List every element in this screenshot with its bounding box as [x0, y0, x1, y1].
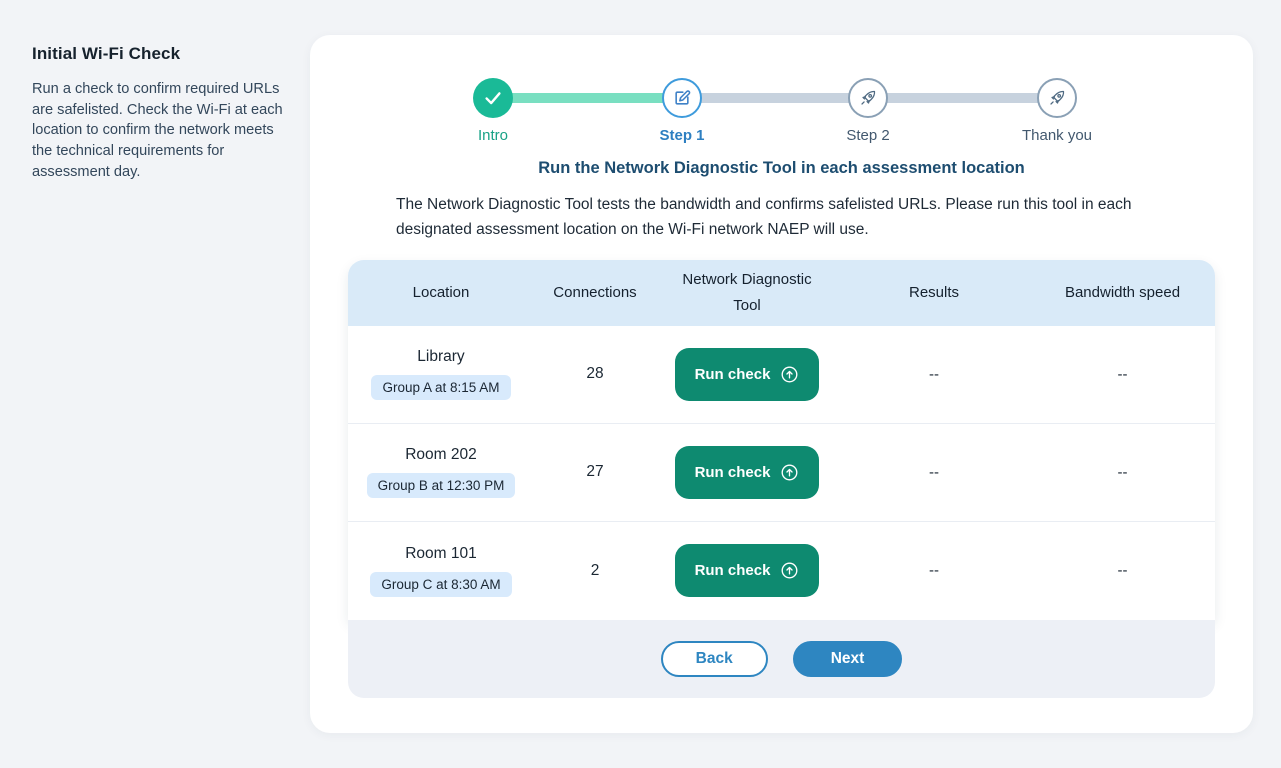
- circled-up-arrow-icon: [781, 562, 798, 579]
- table-row: Room 101 Group C at 8:30 AM 2 Run check …: [348, 521, 1215, 620]
- run-check-label: Run check: [694, 562, 771, 580]
- results-value: --: [929, 562, 939, 580]
- column-header-bandwidth-speed: Bandwidth speed: [1064, 283, 1181, 301]
- action-cell: Run check: [656, 445, 838, 499]
- column-header-network-diagnostic-tool: Network Diagnostic Tool: [682, 271, 812, 314]
- location-name: Room 202: [405, 446, 477, 464]
- action-cell: Run check: [656, 544, 838, 598]
- locations-table: Location Connections Network Diagnostic …: [348, 259, 1215, 620]
- location-name: Library: [417, 348, 465, 366]
- stepper-step-intro[interactable]: Intro: [423, 60, 563, 144]
- stepper-step-2[interactable]: Step 2: [798, 60, 938, 144]
- run-check-button[interactable]: Run check: [674, 347, 820, 401]
- step-description: The Network Diagnostic Tool tests the ba…: [396, 196, 1132, 238]
- stepper-connector-done: [493, 93, 682, 103]
- back-button[interactable]: Back: [660, 640, 768, 677]
- sidebar: Initial Wi-Fi Check Run a check to confi…: [32, 44, 286, 183]
- page-description: Run a check to confirm required URLs are…: [32, 81, 283, 180]
- bandwidth-value: --: [1117, 463, 1128, 481]
- page-title: Initial Wi-Fi Check: [32, 44, 181, 63]
- table-row: Room 202 Group B at 12:30 PM 27 Run chec…: [348, 423, 1215, 522]
- check-icon: [473, 78, 513, 118]
- group-time-badge: Group B at 12:30 PM: [366, 473, 516, 499]
- column-header-location: Location: [412, 283, 470, 301]
- connections-value: 27: [586, 463, 604, 481]
- location-cell: Library Group A at 8:15 AM: [348, 348, 534, 401]
- stepper-label-thank-you: Thank you: [1021, 127, 1093, 144]
- column-header-connections: Connections: [553, 283, 637, 301]
- location-cell: Room 202 Group B at 12:30 PM: [348, 446, 534, 499]
- progress-stepper: Intro Step 1 Step 2 Thank you: [310, 60, 1253, 156]
- main-card: Intro Step 1 Step 2 Thank you Run the Ne…: [310, 35, 1253, 733]
- rocket-icon: [848, 78, 888, 118]
- wizard-footer: Back Next: [348, 619, 1215, 698]
- run-check-button[interactable]: Run check: [674, 445, 820, 499]
- column-header-results: Results: [908, 283, 960, 301]
- circled-up-arrow-icon: [781, 464, 798, 481]
- results-value: --: [929, 463, 939, 481]
- edit-icon: [662, 78, 702, 118]
- run-check-label: Run check: [694, 365, 771, 383]
- group-time-badge: Group C at 8:30 AM: [370, 571, 512, 597]
- table-header-row: Location Connections Network Diagnostic …: [348, 259, 1215, 326]
- run-check-button[interactable]: Run check: [674, 544, 820, 598]
- next-button[interactable]: Next: [792, 640, 903, 677]
- connections-value: 28: [586, 365, 604, 383]
- bandwidth-value: --: [1117, 562, 1128, 580]
- stepper-connector-todo: [868, 93, 1057, 103]
- stepper-connector-todo: [682, 93, 868, 103]
- run-check-label: Run check: [694, 463, 771, 481]
- action-cell: Run check: [656, 347, 838, 401]
- stepper-step-1[interactable]: Step 1: [612, 60, 752, 144]
- rocket-icon: [1037, 78, 1077, 118]
- location-name: Room 101: [405, 544, 477, 562]
- table-row: Library Group A at 8:15 AM 28 Run check …: [348, 325, 1215, 424]
- stepper-step-thank-you[interactable]: Thank you: [987, 60, 1127, 144]
- connections-value: 2: [590, 561, 600, 579]
- results-value: --: [929, 365, 939, 383]
- location-cell: Room 101 Group C at 8:30 AM: [348, 545, 534, 597]
- bandwidth-value: --: [1117, 365, 1128, 383]
- stepper-label-step2: Step 2: [846, 127, 890, 144]
- stepper-label-intro: Intro: [477, 127, 508, 144]
- circled-up-arrow-icon: [781, 366, 798, 383]
- step-heading: Run the Network Diagnostic Tool in each …: [538, 159, 1025, 177]
- group-time-badge: Group A at 8:15 AM: [371, 375, 511, 401]
- stepper-label-step1: Step 1: [659, 127, 705, 144]
